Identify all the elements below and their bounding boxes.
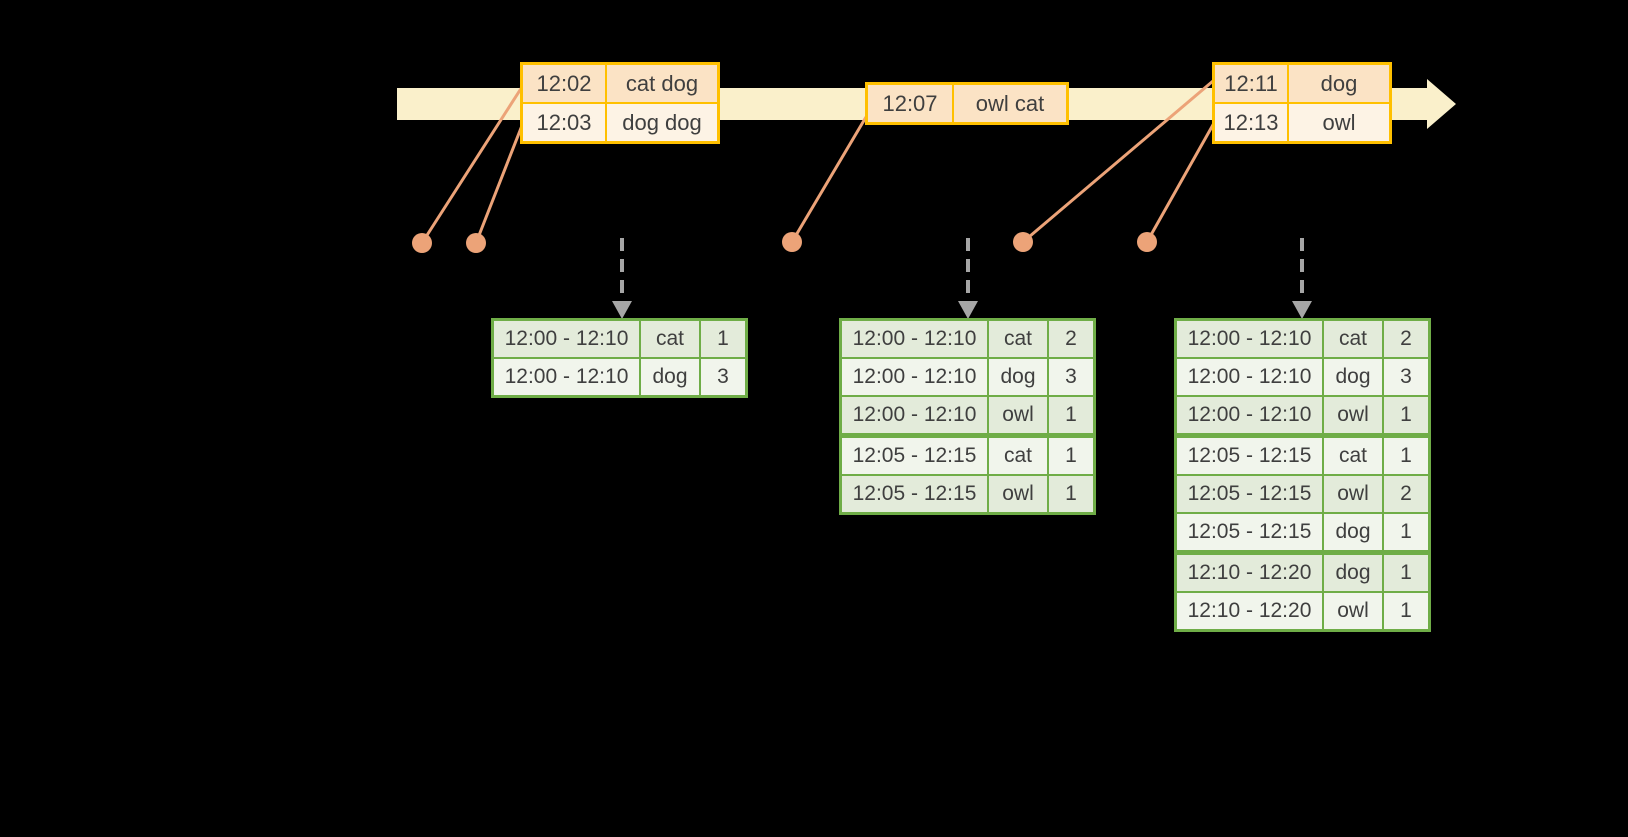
count-cell: 2 <box>1049 321 1093 357</box>
window-cell: 12:00 - 12:10 <box>1177 321 1322 357</box>
word-cell: owl <box>1324 593 1382 629</box>
result-table-3: 12:00 - 12:10 cat 2 12:00 - 12:10 dog 3 … <box>1174 318 1431 632</box>
window-cell: 12:00 - 12:10 <box>842 321 987 357</box>
trigger-arrowhead-icon <box>1292 301 1312 319</box>
event-words-cell: owl <box>1289 104 1389 141</box>
event-time-cell: 12:11 <box>1215 65 1287 102</box>
word-cell: owl <box>989 476 1047 512</box>
word-cell: dog <box>641 359 699 395</box>
count-cell: 1 <box>1049 438 1093 474</box>
result-row: 12:00 - 12:10 dog 3 <box>494 359 745 395</box>
result-row: 12:10 - 12:20 owl 1 <box>1177 593 1428 629</box>
count-cell: 3 <box>1384 359 1428 395</box>
result-table-2: 12:00 - 12:10 cat 2 12:00 - 12:10 dog 3 … <box>839 318 1096 515</box>
result-row: 12:05 - 12:15 owl 2 <box>1177 476 1428 512</box>
word-cell: dog <box>989 359 1047 395</box>
event-time-cell: 12:03 <box>523 104 605 141</box>
result-row: 12:00 - 12:10 cat 1 <box>494 321 745 357</box>
word-cell: cat <box>1324 321 1382 357</box>
window-cell: 12:10 - 12:20 <box>1177 593 1322 629</box>
count-cell: 1 <box>701 321 745 357</box>
event-time-cell: 12:02 <box>523 65 605 102</box>
result-row: 12:00 - 12:10 owl 1 <box>1177 397 1428 433</box>
result-row: 12:05 - 12:15 owl 1 <box>842 476 1093 512</box>
window-cell: 12:00 - 12:10 <box>494 321 639 357</box>
count-cell: 1 <box>1049 397 1093 433</box>
window-cell: 12:00 - 12:10 <box>1177 397 1322 433</box>
result-row: 12:00 - 12:10 dog 3 <box>1177 359 1428 395</box>
result-table-1: 12:00 - 12:10 cat 1 12:00 - 12:10 dog 3 <box>491 318 748 398</box>
connector-line <box>1022 79 1214 244</box>
connector-line <box>420 86 524 244</box>
timeline-arrowhead-icon <box>1427 79 1456 129</box>
count-cell: 1 <box>1049 476 1093 512</box>
result-row: 12:05 - 12:15 cat 1 <box>1177 438 1428 474</box>
window-cell: 12:05 - 12:15 <box>842 438 987 474</box>
event-dot <box>412 233 432 253</box>
word-cell: dog <box>1324 359 1382 395</box>
count-cell: 3 <box>1049 359 1093 395</box>
result-row: 12:10 - 12:20 dog 1 <box>1177 555 1428 591</box>
event-time-cell: 12:13 <box>1215 104 1287 141</box>
window-cell: 12:05 - 12:15 <box>1177 514 1322 550</box>
word-cell: cat <box>1324 438 1382 474</box>
count-cell: 1 <box>1384 514 1428 550</box>
count-cell: 2 <box>1384 321 1428 357</box>
count-cell: 3 <box>701 359 745 395</box>
count-cell: 1 <box>1384 555 1428 591</box>
event-dot <box>466 233 486 253</box>
count-cell: 1 <box>1384 438 1428 474</box>
event-words-cell: cat dog <box>607 65 717 102</box>
word-cell: owl <box>989 397 1047 433</box>
trigger-arrowhead-icon <box>612 301 632 319</box>
word-cell: cat <box>641 321 699 357</box>
event-table-2: 12:07 owl cat <box>865 82 1069 125</box>
word-cell: dog <box>1324 555 1382 591</box>
window-cell: 12:00 - 12:10 <box>1177 359 1322 395</box>
window-cell: 12:00 - 12:10 <box>842 359 987 395</box>
word-cell: owl <box>1324 476 1382 512</box>
event-time-cell: 12:07 <box>868 85 952 122</box>
word-cell: dog <box>1324 514 1382 550</box>
connector-line <box>1145 122 1216 243</box>
result-row: 12:00 - 12:10 cat 2 <box>1177 321 1428 357</box>
result-row: 12:00 - 12:10 owl 1 <box>842 397 1093 433</box>
window-cell: 12:00 - 12:10 <box>494 359 639 395</box>
event-dot <box>782 232 802 252</box>
word-cell: cat <box>989 438 1047 474</box>
count-cell: 2 <box>1384 476 1428 512</box>
count-cell: 1 <box>1384 593 1428 629</box>
event-dot <box>1137 232 1157 252</box>
event-dot <box>1013 232 1033 252</box>
result-row: 12:00 - 12:10 dog 3 <box>842 359 1093 395</box>
event-words-cell: owl cat <box>954 85 1066 122</box>
word-cell: cat <box>989 321 1047 357</box>
event-table-3: 12:11 dog 12:13 owl <box>1212 62 1392 144</box>
window-cell: 12:05 - 12:15 <box>1177 438 1322 474</box>
trigger-arrowhead-icon <box>958 301 978 319</box>
event-words-cell: dog <box>1289 65 1389 102</box>
window-cell: 12:10 - 12:20 <box>1177 555 1322 591</box>
result-row: 12:05 - 12:15 dog 1 <box>1177 514 1428 550</box>
result-row: 12:05 - 12:15 cat 1 <box>842 438 1093 474</box>
event-table-1: 12:02 cat dog 12:03 dog dog <box>520 62 720 144</box>
window-cell: 12:05 - 12:15 <box>1177 476 1322 512</box>
window-cell: 12:00 - 12:10 <box>842 397 987 433</box>
result-row: 12:00 - 12:10 cat 2 <box>842 321 1093 357</box>
connector-line <box>790 116 868 243</box>
word-cell: owl <box>1324 397 1382 433</box>
window-cell: 12:05 - 12:15 <box>842 476 987 512</box>
event-words-cell: dog dog <box>607 104 717 141</box>
count-cell: 1 <box>1384 397 1428 433</box>
connector-line <box>474 122 525 244</box>
